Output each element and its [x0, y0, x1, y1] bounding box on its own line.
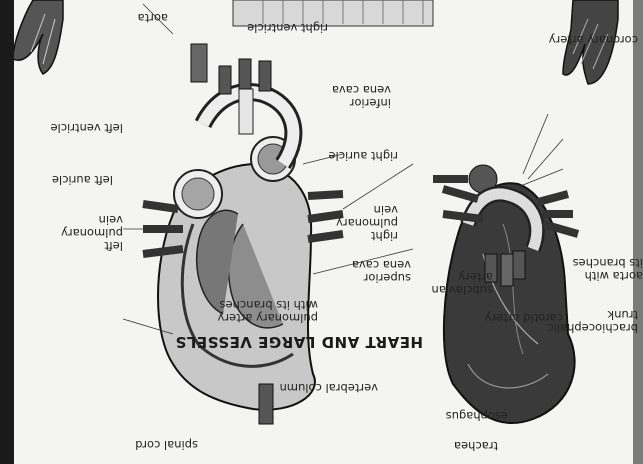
label-inferior-vena-cava: inferior vena cava [332, 83, 391, 109]
chart-heading: HEART AND LARGE VESSELS [175, 333, 423, 351]
label-subclavian: subclavian artery [432, 270, 493, 296]
label-aorta: aorta [138, 11, 168, 24]
sectional-heart-illustration [143, 44, 343, 424]
label-trachea: trachea [454, 439, 498, 452]
label-left-auricle: left auricle [52, 173, 113, 186]
label-right-auricle: right auricle [328, 149, 398, 162]
label-right-pulmonary-vein: right pulmonary vein [336, 203, 398, 242]
label-right-ventricle: right ventricle [247, 21, 328, 34]
label-coronary-artery: coronary artery [549, 33, 638, 46]
label-left-ventricle: left ventricle [51, 121, 123, 134]
photo-edge-left [0, 0, 14, 464]
label-left-pulmonary-vein: left pulmonary vein [61, 213, 123, 252]
photo-edge-right [633, 0, 643, 464]
label-pulmonary-artery: pulmonary artery with its branches [218, 298, 318, 324]
label-spinal-cord: spinal cord [135, 438, 198, 451]
label-esophagus: esophagus [446, 409, 508, 422]
label-superior-vena-cava: superior vena cava [352, 258, 411, 284]
label-vertebral-column: vertebral column [280, 381, 378, 394]
label-carotid: carotid artery [485, 311, 563, 324]
right-hand-illustration [13, 0, 63, 74]
